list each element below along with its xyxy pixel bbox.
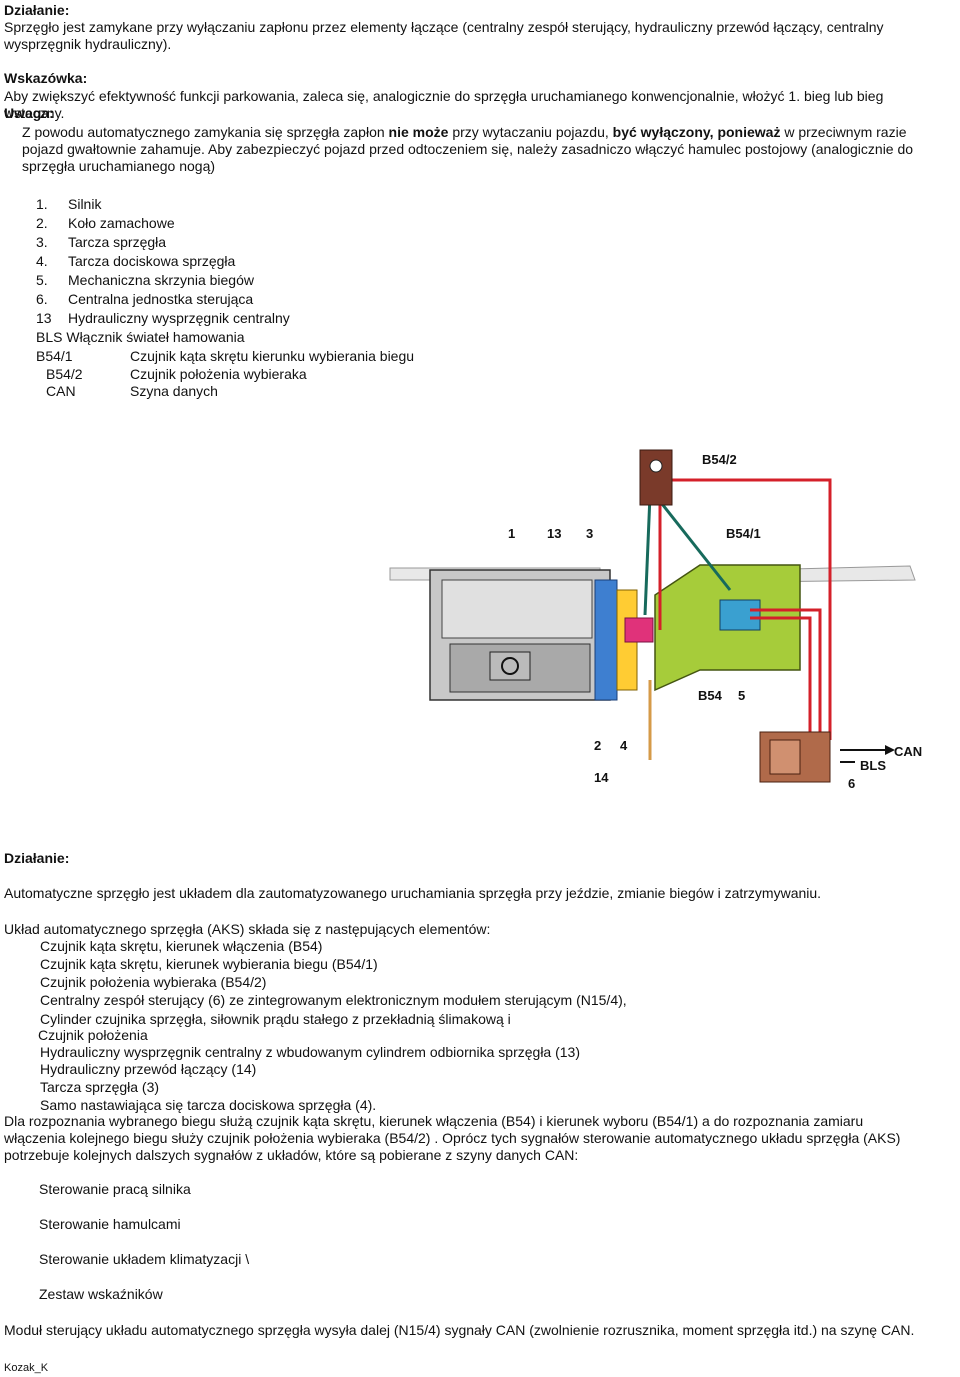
label-bls: BLS: [860, 758, 886, 773]
list-item: Czujnik położenia: [38, 1027, 148, 1043]
label-14: 14: [594, 770, 609, 785]
clutch-assembly: [594, 579, 654, 701]
list-item: Hydrauliczny przewód łączący (14): [40, 1061, 257, 1077]
section-heading: Działanie:: [4, 2, 70, 18]
list-item: Cylinder czujnika sprzęgła, siłownik prą…: [40, 1011, 511, 1027]
control-unit: [759, 731, 831, 783]
legend-item: 6.Centralna jednostka sterująca: [36, 291, 254, 307]
hint-text: Aby zwiększyć efektywność funkcji parkow…: [4, 88, 884, 121]
wiring: [643, 478, 832, 760]
list-item: Czujnik kąta skrętu, kierunek włączenia …: [40, 938, 323, 954]
section2-intro: Automatyczne sprzęgło jest układem dla z…: [4, 885, 822, 901]
section-text: Sprzęgło jest zamykane przy wyłączaniu z…: [4, 19, 884, 52]
gearbox: [654, 564, 801, 692]
label-6: 6: [848, 776, 855, 791]
hint-heading: Wskazówka:: [4, 70, 88, 86]
label-can: CAN: [894, 744, 922, 759]
section2-heading: Działanie:: [4, 850, 70, 866]
final-paragraph: Moduł sterujący układu automatycznego sp…: [4, 1322, 915, 1338]
signal-item: Sterowanie pracą silnika: [39, 1181, 191, 1197]
list-item: Centralny zespół sterujący (6) ze zinteg…: [40, 992, 627, 1008]
legend-item: 2.Koło zamachowe: [36, 215, 175, 231]
label-2: 2: [594, 738, 601, 753]
legend-item-bls: BLS Włącznik świateł hamowania: [36, 329, 245, 345]
list-item: Tarcza sprzęgła (3): [40, 1079, 160, 1095]
warning-heading: Uwaga:: [4, 105, 54, 121]
list-item: Samo nastawiająca się tarcza dociskowa s…: [40, 1097, 377, 1113]
label-b542: B54/2: [702, 452, 737, 467]
label-13: 13: [547, 526, 561, 541]
legend-item: 5.Mechaniczna skrzynia biegów: [36, 272, 254, 288]
label-1: 1: [508, 526, 515, 541]
can-arrow-head: [885, 745, 895, 755]
list-item: Hydrauliczny wysprzęgnik centralny z wbu…: [40, 1044, 581, 1060]
label-3: 3: [586, 526, 593, 541]
legend-item: 3.Tarcza sprzęgła: [36, 234, 167, 250]
list-item: Czujnik położenia wybieraka (B54/2): [40, 974, 267, 990]
engine-block: [429, 569, 611, 701]
label-b54: B54: [698, 688, 723, 703]
footer-author: Kozak_K: [4, 1362, 49, 1374]
legend-item: 4.Tarcza dociskowa sprzęgła: [36, 253, 236, 269]
signal-item: Sterowanie układem klimatyzacji \: [39, 1251, 250, 1267]
recognition-paragraph: Dla rozpoznania wybranego biegu służą cz…: [4, 1113, 901, 1163]
label-4: 4: [620, 738, 628, 753]
label-b541: B54/1: [726, 526, 761, 541]
signal-item: Sterowanie hamulcami: [39, 1216, 181, 1232]
label-5: 5: [738, 688, 745, 703]
list-item: Czujnik kąta skrętu, kierunek wybierania…: [40, 956, 378, 972]
list-intro: Układ automatycznego sprzęgła (AKS) skła…: [4, 921, 491, 937]
clutch-system-diagram: B54/2 B54/1 B54 1 13 3 2 4 5 6 14 CAN BL…: [370, 440, 950, 800]
b542-sensor: [639, 449, 673, 506]
legend-item: 1.Silnik: [36, 196, 102, 212]
signal-item: Zestaw wskaźników: [39, 1286, 163, 1302]
warning-text: Z powodu automatycznego zamykania się sp…: [22, 124, 914, 174]
